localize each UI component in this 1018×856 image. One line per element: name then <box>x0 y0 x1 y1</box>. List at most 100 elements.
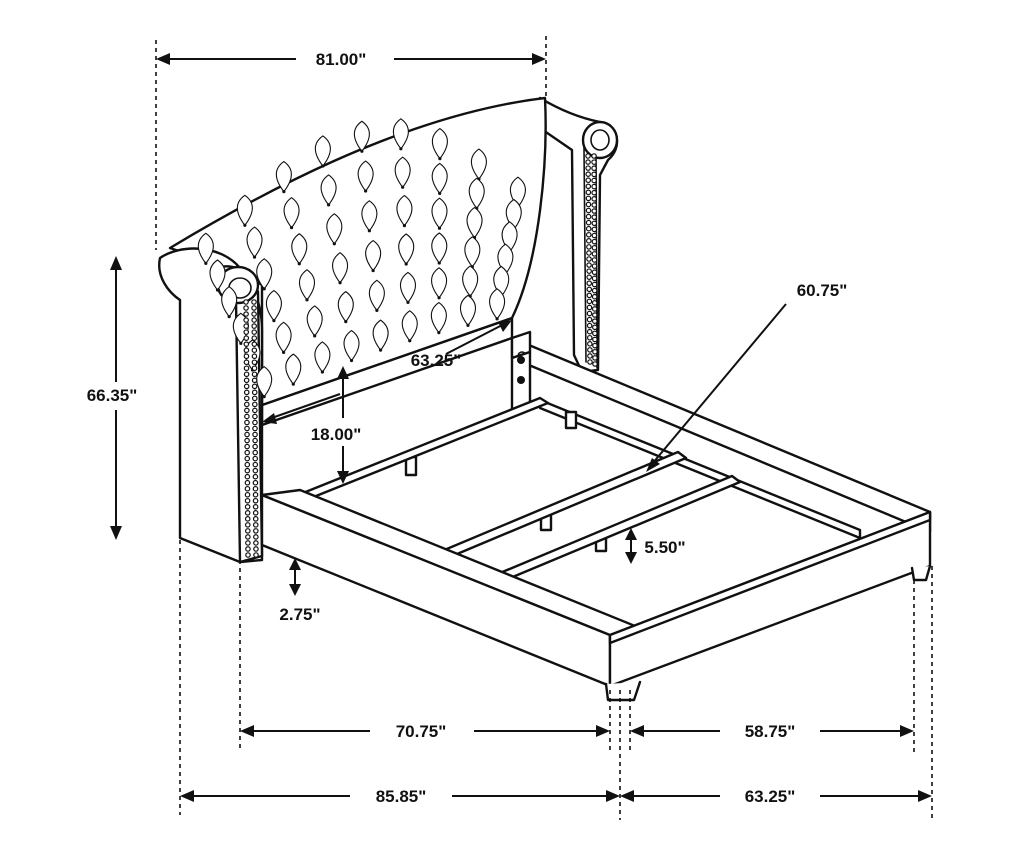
nailhead <box>587 359 593 365</box>
nailhead <box>585 195 592 202</box>
tuft-button <box>281 350 286 354</box>
tuft-button <box>360 149 364 153</box>
nailhead <box>586 280 593 287</box>
nailhead <box>591 171 597 178</box>
nailhead <box>244 455 251 462</box>
label-slat-length: 60.75" <box>797 281 848 300</box>
nailhead <box>252 449 258 456</box>
nailhead <box>244 516 251 522</box>
nailhead <box>252 437 258 444</box>
tuft-button <box>289 226 294 230</box>
nailhead <box>251 371 258 378</box>
tuft-button <box>466 323 470 327</box>
tuft-button <box>437 296 441 300</box>
tuft-button <box>227 315 231 319</box>
nailhead <box>585 165 591 171</box>
nailhead <box>585 177 592 184</box>
nailhead <box>586 322 593 329</box>
nailhead <box>244 522 251 528</box>
nailhead <box>591 177 597 184</box>
tuft-button <box>406 300 410 305</box>
tuft-button <box>320 370 324 374</box>
tuft-button <box>375 308 379 312</box>
nailhead <box>244 461 251 468</box>
nailhead <box>251 359 258 366</box>
nailhead <box>591 318 598 324</box>
bed-feet <box>604 564 932 702</box>
nailhead <box>592 361 598 367</box>
nailhead <box>591 153 597 159</box>
nailhead <box>252 419 258 426</box>
label-headboard-width: 81.00" <box>316 50 367 69</box>
dim-slat-length: 60.75" <box>646 281 847 472</box>
tuft-button <box>239 341 243 345</box>
nailhead <box>251 305 257 311</box>
nailhead <box>244 401 250 408</box>
nailhead <box>591 232 598 239</box>
nailhead <box>252 413 258 420</box>
nailhead <box>252 485 259 492</box>
headboard-tufting <box>197 118 526 399</box>
nailhead <box>591 238 598 245</box>
nailhead <box>244 467 251 474</box>
tuft-button <box>437 226 442 230</box>
dim-rail-height: 5.50" <box>625 528 686 564</box>
dim-overall-height: 66.35" <box>87 256 138 540</box>
nailhead <box>251 335 258 341</box>
nailhead <box>243 377 250 384</box>
nailhead <box>592 348 598 355</box>
nailhead <box>586 238 592 244</box>
slats <box>296 396 742 586</box>
nailhead <box>585 159 591 165</box>
nailhead <box>244 431 250 438</box>
nailhead <box>586 244 592 250</box>
nailhead <box>243 305 249 311</box>
dim-clearance: 2.75" <box>279 558 321 624</box>
nailhead <box>243 395 250 402</box>
label-inner-length: 70.75" <box>396 722 447 741</box>
tuft-button <box>215 288 220 292</box>
dim-overall-length: 85.85" <box>180 787 620 806</box>
nailhead <box>252 467 259 474</box>
dimension-guides <box>155 36 933 820</box>
dim-headboard-inner-width: 63.25" <box>262 320 512 424</box>
dim-headboard-width: 81.00" <box>156 50 546 69</box>
nailhead <box>251 365 258 372</box>
nailhead <box>243 335 250 341</box>
tuft-button <box>321 164 325 168</box>
nailhead <box>244 407 250 414</box>
label-overall-length: 85.85" <box>376 787 427 806</box>
label-overall-height: 66.35" <box>87 386 138 405</box>
tuft-button <box>438 157 442 161</box>
tuft-button <box>243 223 247 227</box>
nailhead <box>592 336 598 343</box>
nailhead <box>591 306 598 312</box>
nailhead <box>252 522 259 528</box>
nailhead <box>252 497 259 504</box>
tuft-button <box>371 268 375 273</box>
nailhead <box>244 479 251 486</box>
tuft-button <box>349 358 354 363</box>
nailhead <box>591 300 598 306</box>
tuft-button <box>344 320 348 324</box>
nailhead <box>245 528 251 534</box>
nailhead <box>585 153 591 159</box>
nailhead <box>586 250 592 256</box>
nailhead <box>591 269 598 276</box>
nailhead <box>251 353 258 360</box>
nailhead <box>586 328 593 335</box>
nailhead <box>251 329 258 335</box>
nailhead <box>243 365 250 372</box>
tuft-button <box>437 261 441 265</box>
nailhead <box>586 298 593 305</box>
nailhead <box>243 383 250 390</box>
nailhead <box>591 183 597 190</box>
tuft-button <box>437 331 441 335</box>
tuft-button <box>399 147 403 151</box>
nailhead <box>585 225 592 232</box>
tuft-button <box>338 281 342 285</box>
nailhead <box>592 342 598 349</box>
label-headboard-panel-height: 18.00" <box>311 425 362 444</box>
nailhead <box>243 329 250 335</box>
nailhead <box>591 208 598 214</box>
